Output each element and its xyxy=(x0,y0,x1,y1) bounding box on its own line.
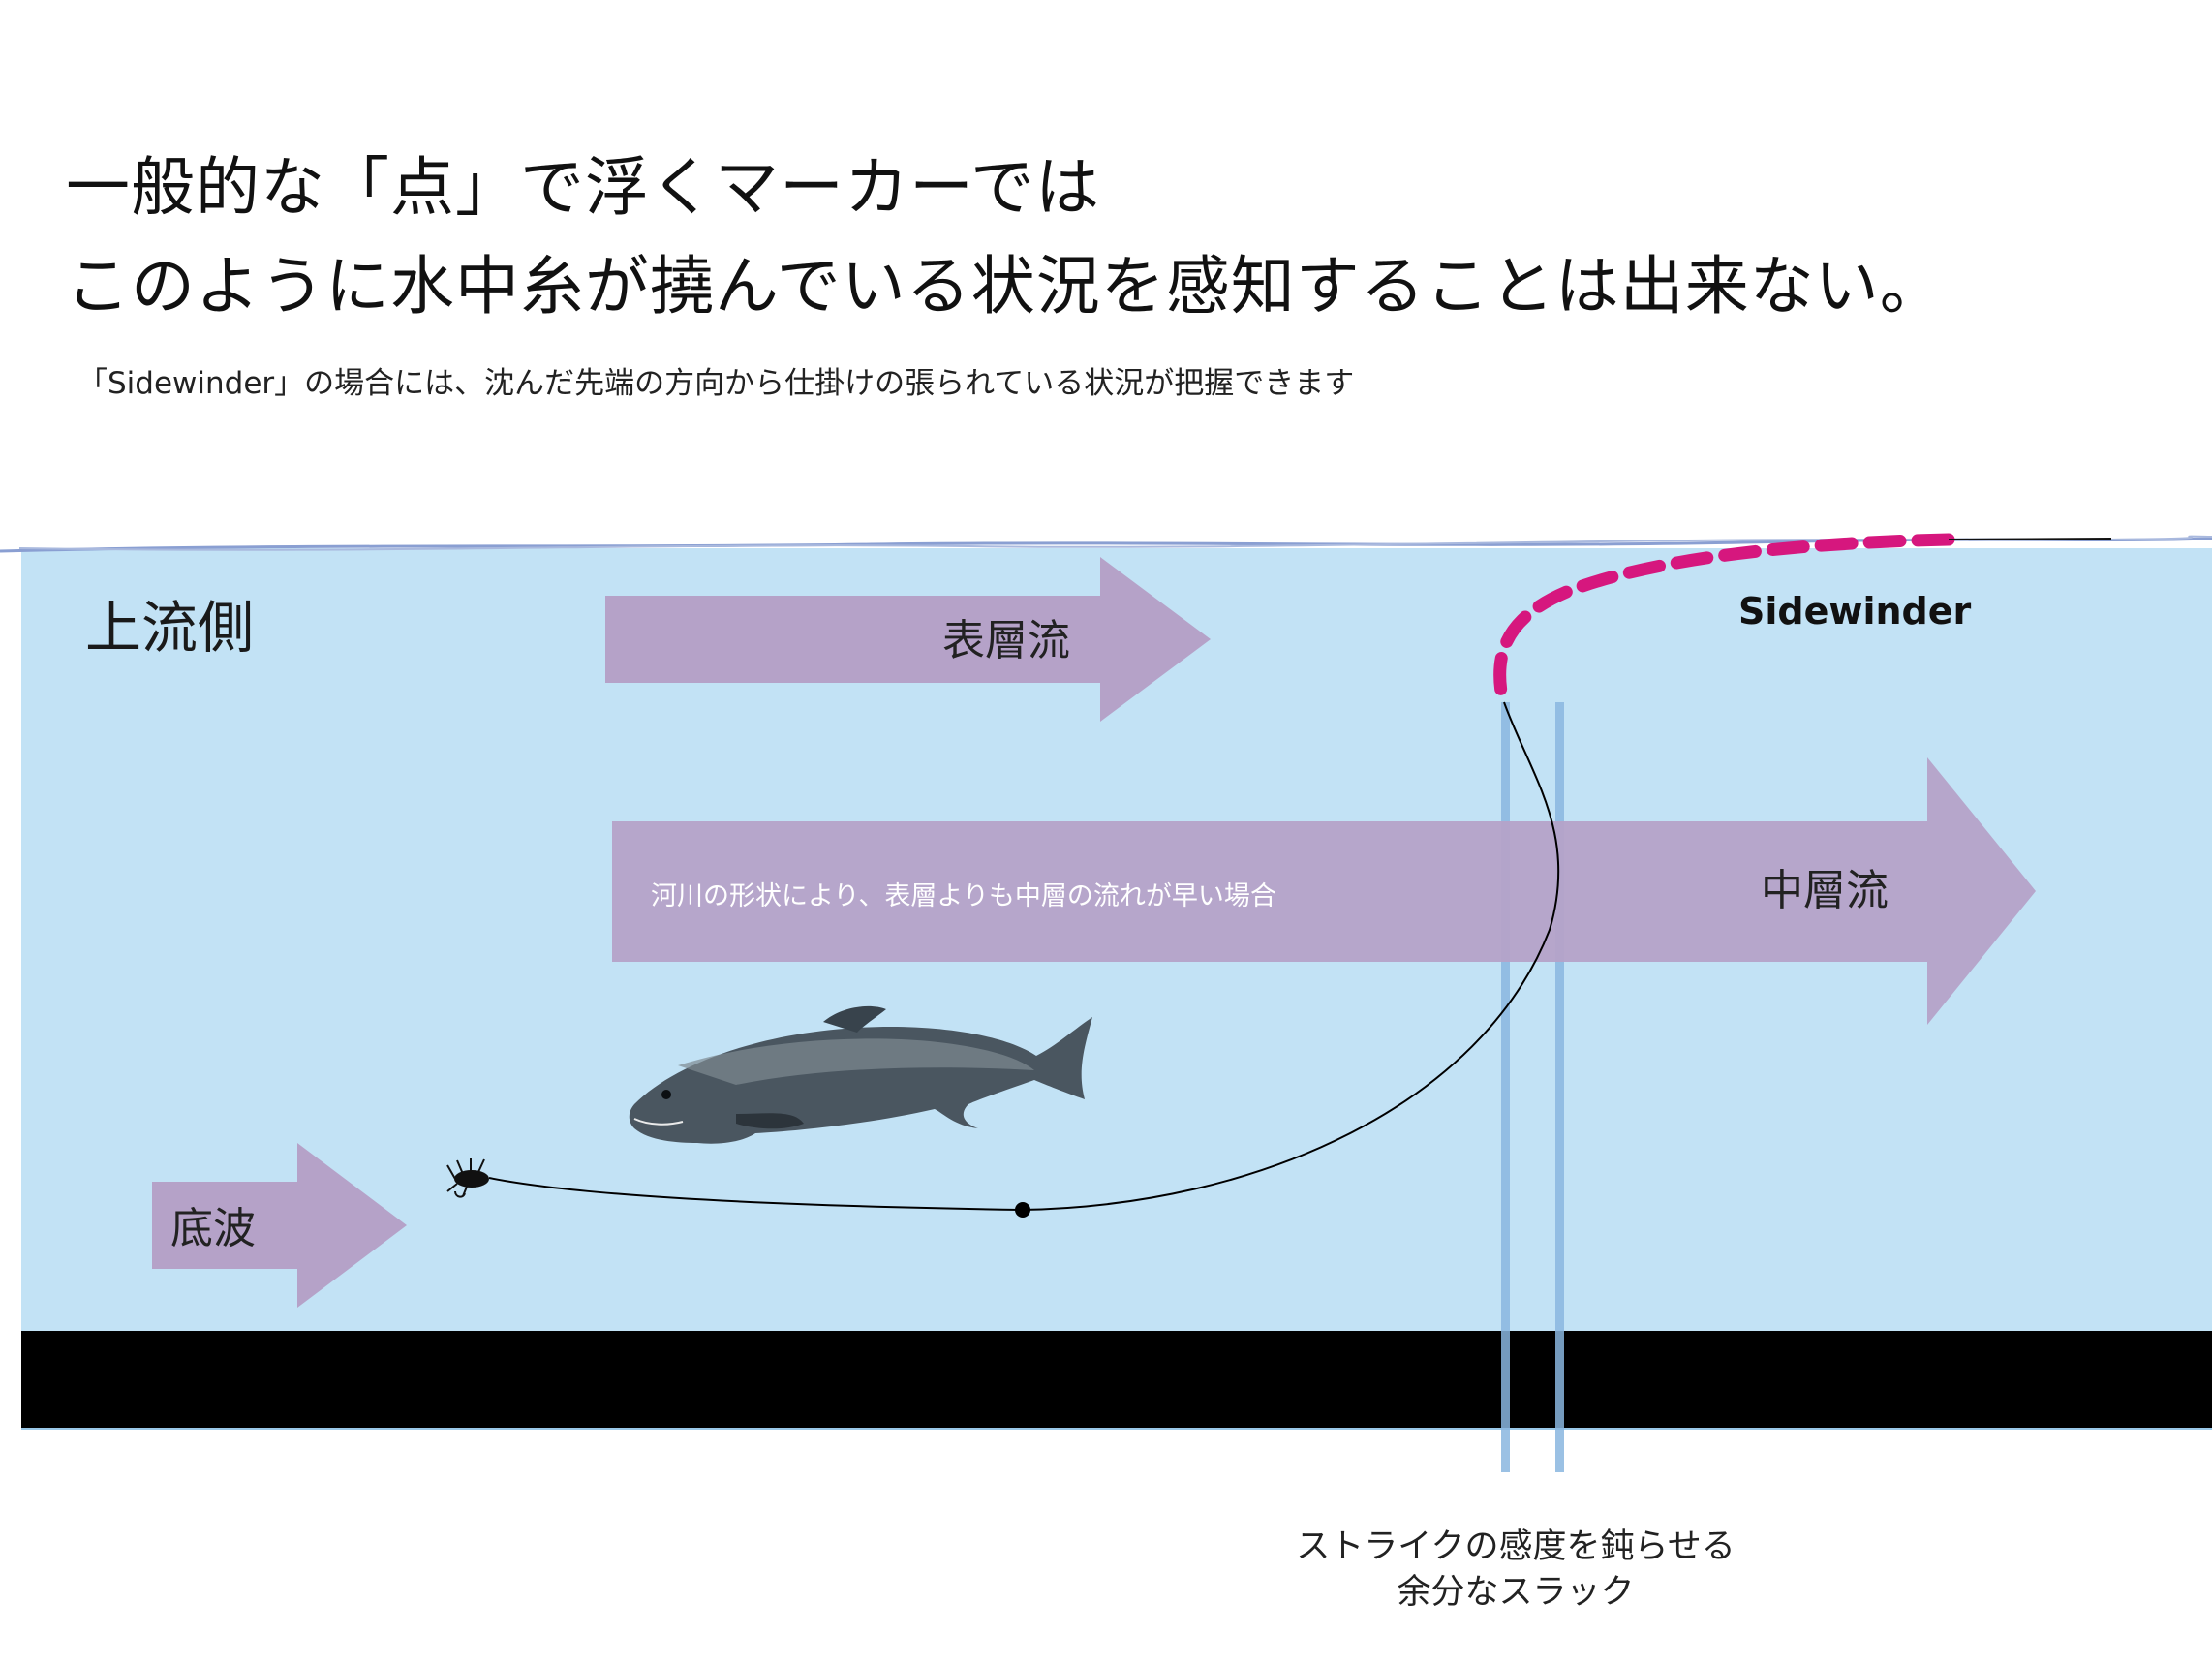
fly-icon xyxy=(446,1158,489,1198)
split-shot xyxy=(1015,1202,1030,1218)
heading-line-2: このように水中糸が撓んでいる状況を感知することは出来ない。 xyxy=(66,249,1945,324)
water-surface-2 xyxy=(18,535,2212,551)
slack-band-right xyxy=(1555,702,1564,1472)
slack-caption-line-1: ストライクの感度を鈍らせる xyxy=(1296,1527,1736,1566)
bottom-wave-label: 底波 xyxy=(170,1204,256,1253)
slack-band-left xyxy=(1501,702,1510,1472)
slack-caption-line-2: 余分なスラック xyxy=(1397,1573,1634,1612)
subheading: 「Sidewinder」の場合には、沈んだ先端の方向から仕掛けの張られている状況… xyxy=(77,366,1355,401)
sidewinder-label: Sidewinder xyxy=(1738,590,1972,632)
fish-icon xyxy=(629,1005,1092,1144)
fishing-line xyxy=(488,701,1560,1212)
heading-line-1: 一般的な「点」で浮くマーカーでは xyxy=(66,150,1101,225)
upstream-label: 上流側 xyxy=(85,595,254,661)
middle-flow-arrow xyxy=(612,757,2036,1025)
marker-leader xyxy=(1948,538,2112,540)
middle-flow-note: 河川の形状により、表層よりも中層の流れが早い場合 xyxy=(651,881,1276,911)
riverbed xyxy=(21,1331,2212,1428)
surface-flow-label: 表層流 xyxy=(942,616,1070,665)
bottom-wave-arrow xyxy=(152,1143,407,1308)
middle-flow-label: 中層流 xyxy=(1761,866,1889,915)
surface-flow-arrow xyxy=(605,557,1211,722)
sidewinder-marker xyxy=(1493,533,1955,709)
